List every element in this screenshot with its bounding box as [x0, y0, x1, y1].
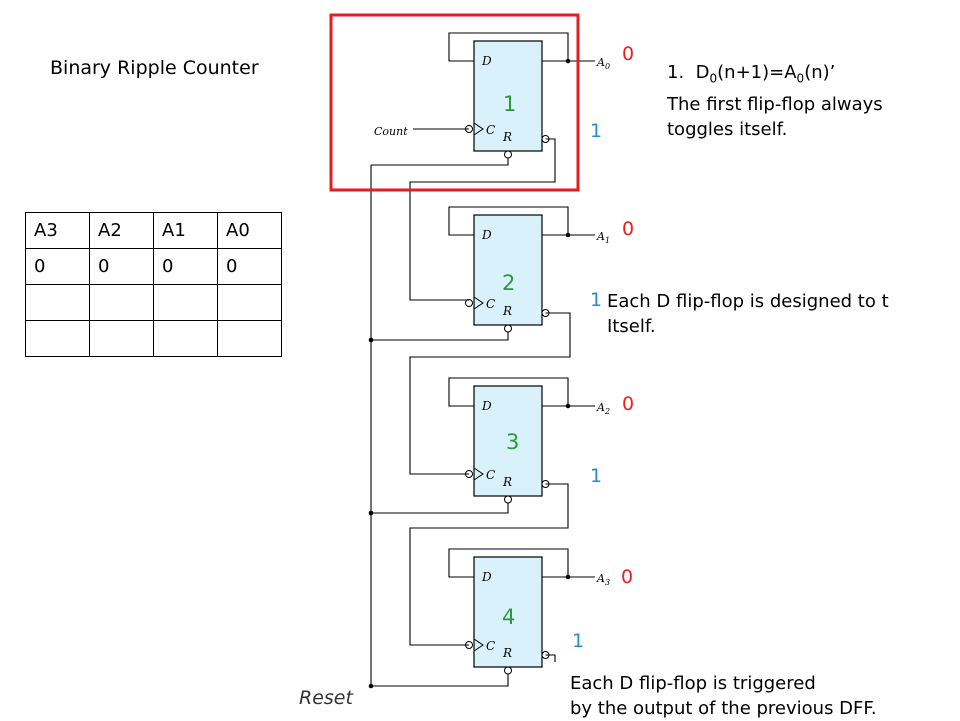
- note-line: Each D flip-flop is triggered: [570, 673, 816, 694]
- note-line: Each D flip-flop is designed to t: [607, 291, 889, 312]
- flip-flop-number: 4: [502, 605, 516, 629]
- table-cell: [217, 320, 282, 357]
- junction-dots: [368, 58, 571, 689]
- note-line: toggles itself.: [667, 118, 788, 140]
- flip-flop-4: D C R: [464, 556, 550, 675]
- note-first-flip-flop: 1. D0(n+1)=A0(n)’ The first flip-flop al…: [667, 60, 883, 142]
- header-a2: A2: [89, 212, 154, 249]
- flip-flop-3: D C R: [464, 385, 550, 504]
- note-ripple-trigger: Each D flip-flop is triggered by the out…: [570, 671, 877, 721]
- d-pin-label: D: [481, 228, 492, 242]
- output-label-a2: A2: [596, 401, 610, 416]
- header-a3: A3: [25, 212, 90, 249]
- table-row: [25, 284, 282, 321]
- table-row: [25, 320, 282, 357]
- d-pin-label: D: [481, 54, 492, 68]
- wiring: [370, 32, 595, 687]
- q-value: 0: [621, 566, 634, 588]
- d-pin-label: D: [481, 570, 492, 584]
- note-line: by the output of the previous DFF.: [570, 698, 877, 719]
- header-a0: A0: [217, 212, 282, 249]
- table-header-row: A3 A2 A1 A0: [25, 212, 282, 249]
- table-cell: [25, 320, 90, 357]
- output-label-a1: A1: [596, 230, 610, 245]
- diagram-title: Binary Ripple Counter: [50, 57, 259, 79]
- r-pin-label: R: [502, 304, 512, 318]
- table-cell: [217, 284, 282, 321]
- table-cell: 0: [89, 248, 154, 285]
- reset-input-label: Reset: [299, 687, 354, 709]
- c-pin-label: C: [486, 639, 495, 653]
- output-label-a0: A0: [596, 56, 610, 71]
- flip-flop-number: 1: [503, 92, 517, 116]
- note-equation: 1. D0(n+1)=A0(n)’: [667, 62, 836, 86]
- table-row: 0 0 0 0: [25, 248, 282, 285]
- c-pin-label: C: [486, 297, 495, 311]
- table-cell: [89, 320, 154, 357]
- note-toggle-design: Each D flip-flop is designed to t Itself…: [607, 289, 889, 339]
- flip-flop-number: 2: [502, 271, 516, 295]
- count-input-label: Count: [374, 125, 408, 138]
- c-pin-label: C: [486, 468, 495, 482]
- r-pin-label: R: [502, 130, 512, 144]
- note-line: Itself.: [607, 316, 656, 337]
- flip-flop-2: D C R: [464, 214, 550, 333]
- q-value: 0: [622, 43, 635, 65]
- note-line: The first flip-flop always: [667, 93, 883, 115]
- flip-flop-1: D C R: [464, 40, 550, 159]
- table-cell: [153, 320, 218, 357]
- r-pin-label: R: [502, 646, 512, 660]
- qbar-value: 1: [572, 630, 585, 652]
- c-pin-label: C: [486, 123, 495, 137]
- qbar-value: 1: [590, 465, 603, 487]
- header-a1: A1: [153, 212, 218, 249]
- first-flip-flop-highlight: [329, 13, 580, 192]
- r-pin-label: R: [502, 475, 512, 489]
- table-cell: 0: [153, 248, 218, 285]
- truth-table: A3 A2 A1 A0 0 0 0 0: [25, 212, 282, 357]
- flip-flop-number: 3: [506, 430, 520, 454]
- table-cell: 0: [217, 248, 282, 285]
- d-pin-label: D: [481, 399, 492, 413]
- q-value: 0: [622, 393, 635, 415]
- output-label-a3: A3: [596, 572, 610, 587]
- qbar-value: 1: [590, 289, 603, 311]
- q-value: 0: [622, 218, 635, 240]
- qbar-value: 1: [590, 120, 603, 142]
